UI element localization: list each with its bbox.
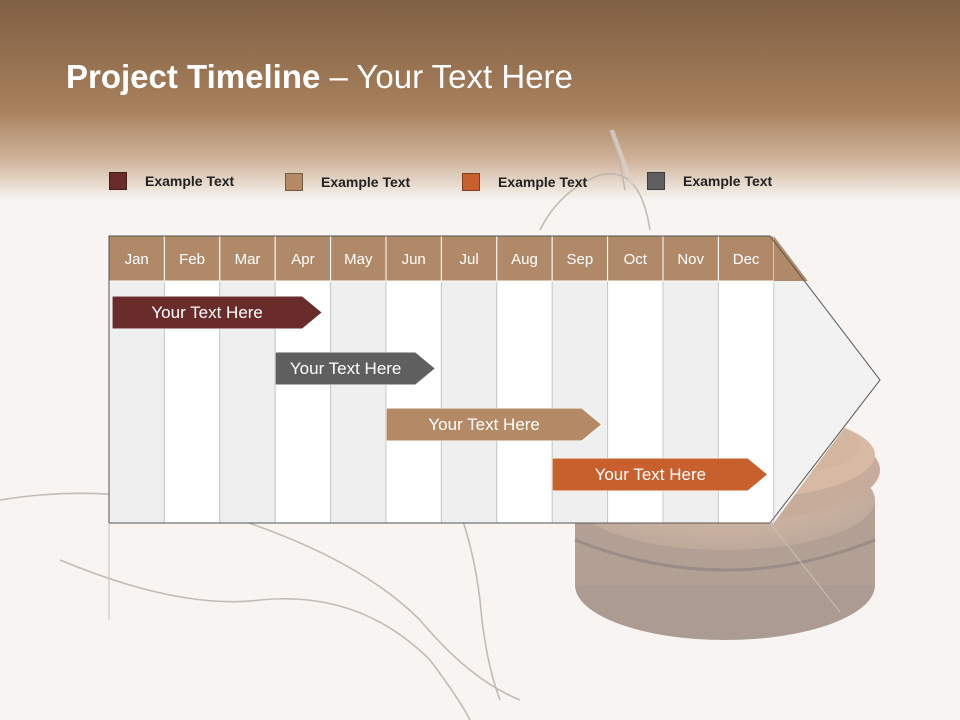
title-bold: Project Timeline: [66, 58, 321, 95]
month-label: May: [344, 251, 373, 268]
task-label: Your Text Here: [594, 465, 707, 484]
month-label: Jul: [460, 251, 479, 268]
month-header-cell: [717, 235, 775, 282]
month-header-cell: [607, 235, 664, 282]
legend-label: Example Text: [498, 174, 588, 190]
task-bar[interactable]: Your Text Here: [552, 458, 769, 491]
month-label: Dec: [733, 251, 760, 268]
month-column: [496, 280, 553, 524]
task-arrow-shape: [386, 408, 603, 441]
month-header-cell: [662, 235, 719, 282]
month-header-cell: [219, 235, 276, 282]
legend-item: Example Text: [109, 171, 234, 191]
legend-swatch: [109, 172, 127, 190]
task-label: Your Text Here: [289, 359, 402, 378]
timeline-reflection-line: [769, 522, 841, 613]
legend-label: Example Text: [321, 174, 411, 190]
month-label: Aug: [511, 251, 538, 268]
month-label: Mar: [235, 251, 261, 268]
task-bar[interactable]: Your Text Here: [112, 296, 323, 329]
task-arrow-shape: [275, 352, 436, 385]
month-label: Feb: [179, 251, 205, 268]
timeline-arrow-outline: [108, 235, 881, 524]
month-label: Oct: [624, 251, 648, 268]
month-column: [440, 280, 498, 524]
legend-swatch: [285, 173, 303, 191]
task-arrow-shape: [112, 296, 323, 329]
month-header-cell: [496, 235, 553, 282]
month-column: [330, 280, 387, 524]
task-arrow-shape: [552, 458, 769, 491]
month-label: Sep: [567, 251, 594, 268]
legend-label: Example Text: [683, 173, 773, 189]
month-label: Apr: [291, 251, 314, 268]
legend-label: Example Text: [145, 173, 235, 189]
task-bar[interactable]: Your Text Here: [386, 408, 603, 441]
month-column: [385, 280, 442, 524]
legend-swatch: [647, 172, 665, 190]
legend-swatch: [462, 173, 480, 191]
task-label: Your Text Here: [151, 303, 263, 322]
legend-item: Example Text: [285, 172, 410, 192]
month-header-cell: [551, 235, 609, 282]
month-label: Nov: [677, 251, 704, 268]
title-rest: – Your Text Here: [320, 58, 573, 95]
task-label: Your Text Here: [428, 415, 540, 434]
timeline-arrow-tip: [773, 281, 880, 523]
legend-item: Example Text: [462, 172, 587, 192]
page-title: Project Timeline – Your Text Here: [66, 58, 573, 96]
month-label: Jun: [402, 251, 426, 268]
month-header-arrow: [773, 236, 808, 281]
task-bar[interactable]: Your Text Here: [275, 352, 436, 385]
legend-item: Example Text: [647, 171, 772, 191]
month-label: Jan: [125, 251, 149, 268]
